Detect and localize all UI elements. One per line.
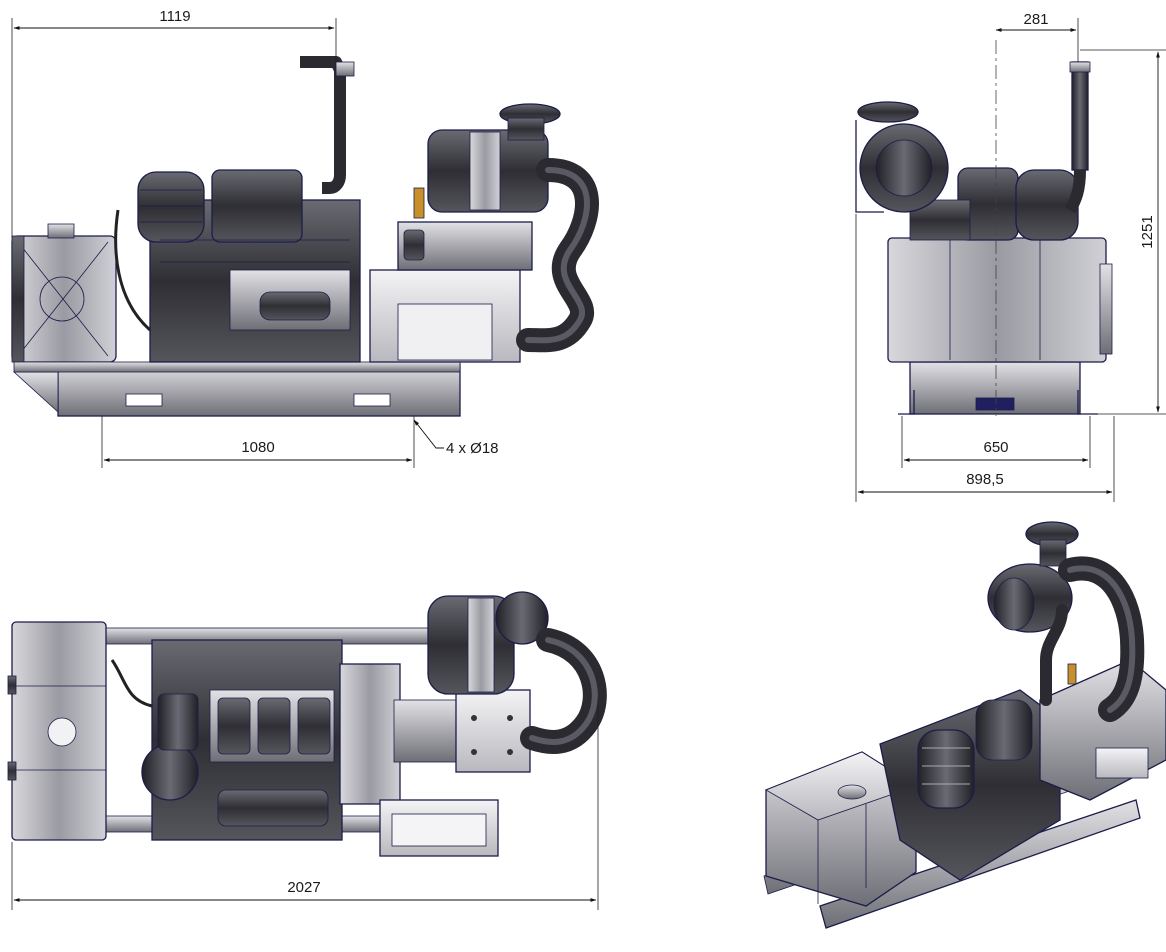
dim-top-length: 2027 [287,879,320,896]
top-dimensions: 2027 [11,700,599,910]
front-view [855,40,1113,416]
isometric-view [763,521,1166,929]
side-view [11,56,599,417]
dim-side-holes: 4 x Ø18 [446,440,499,457]
dim-front-width: 898,5 [966,471,1004,488]
side-dimensions: 1119 1080 4 x Ø18 [11,8,499,468]
dim-side-length: 1119 [159,8,190,25]
dim-front-offset: 281 [1023,11,1048,28]
front-dimensions: 281 1251 650 898,5 [855,11,1166,502]
dim-front-height: 1251 [1139,215,1156,248]
dim-front-mount-spacing: 650 [983,439,1008,456]
dim-side-mount-spacing: 1080 [241,439,274,456]
top-view [7,591,607,857]
